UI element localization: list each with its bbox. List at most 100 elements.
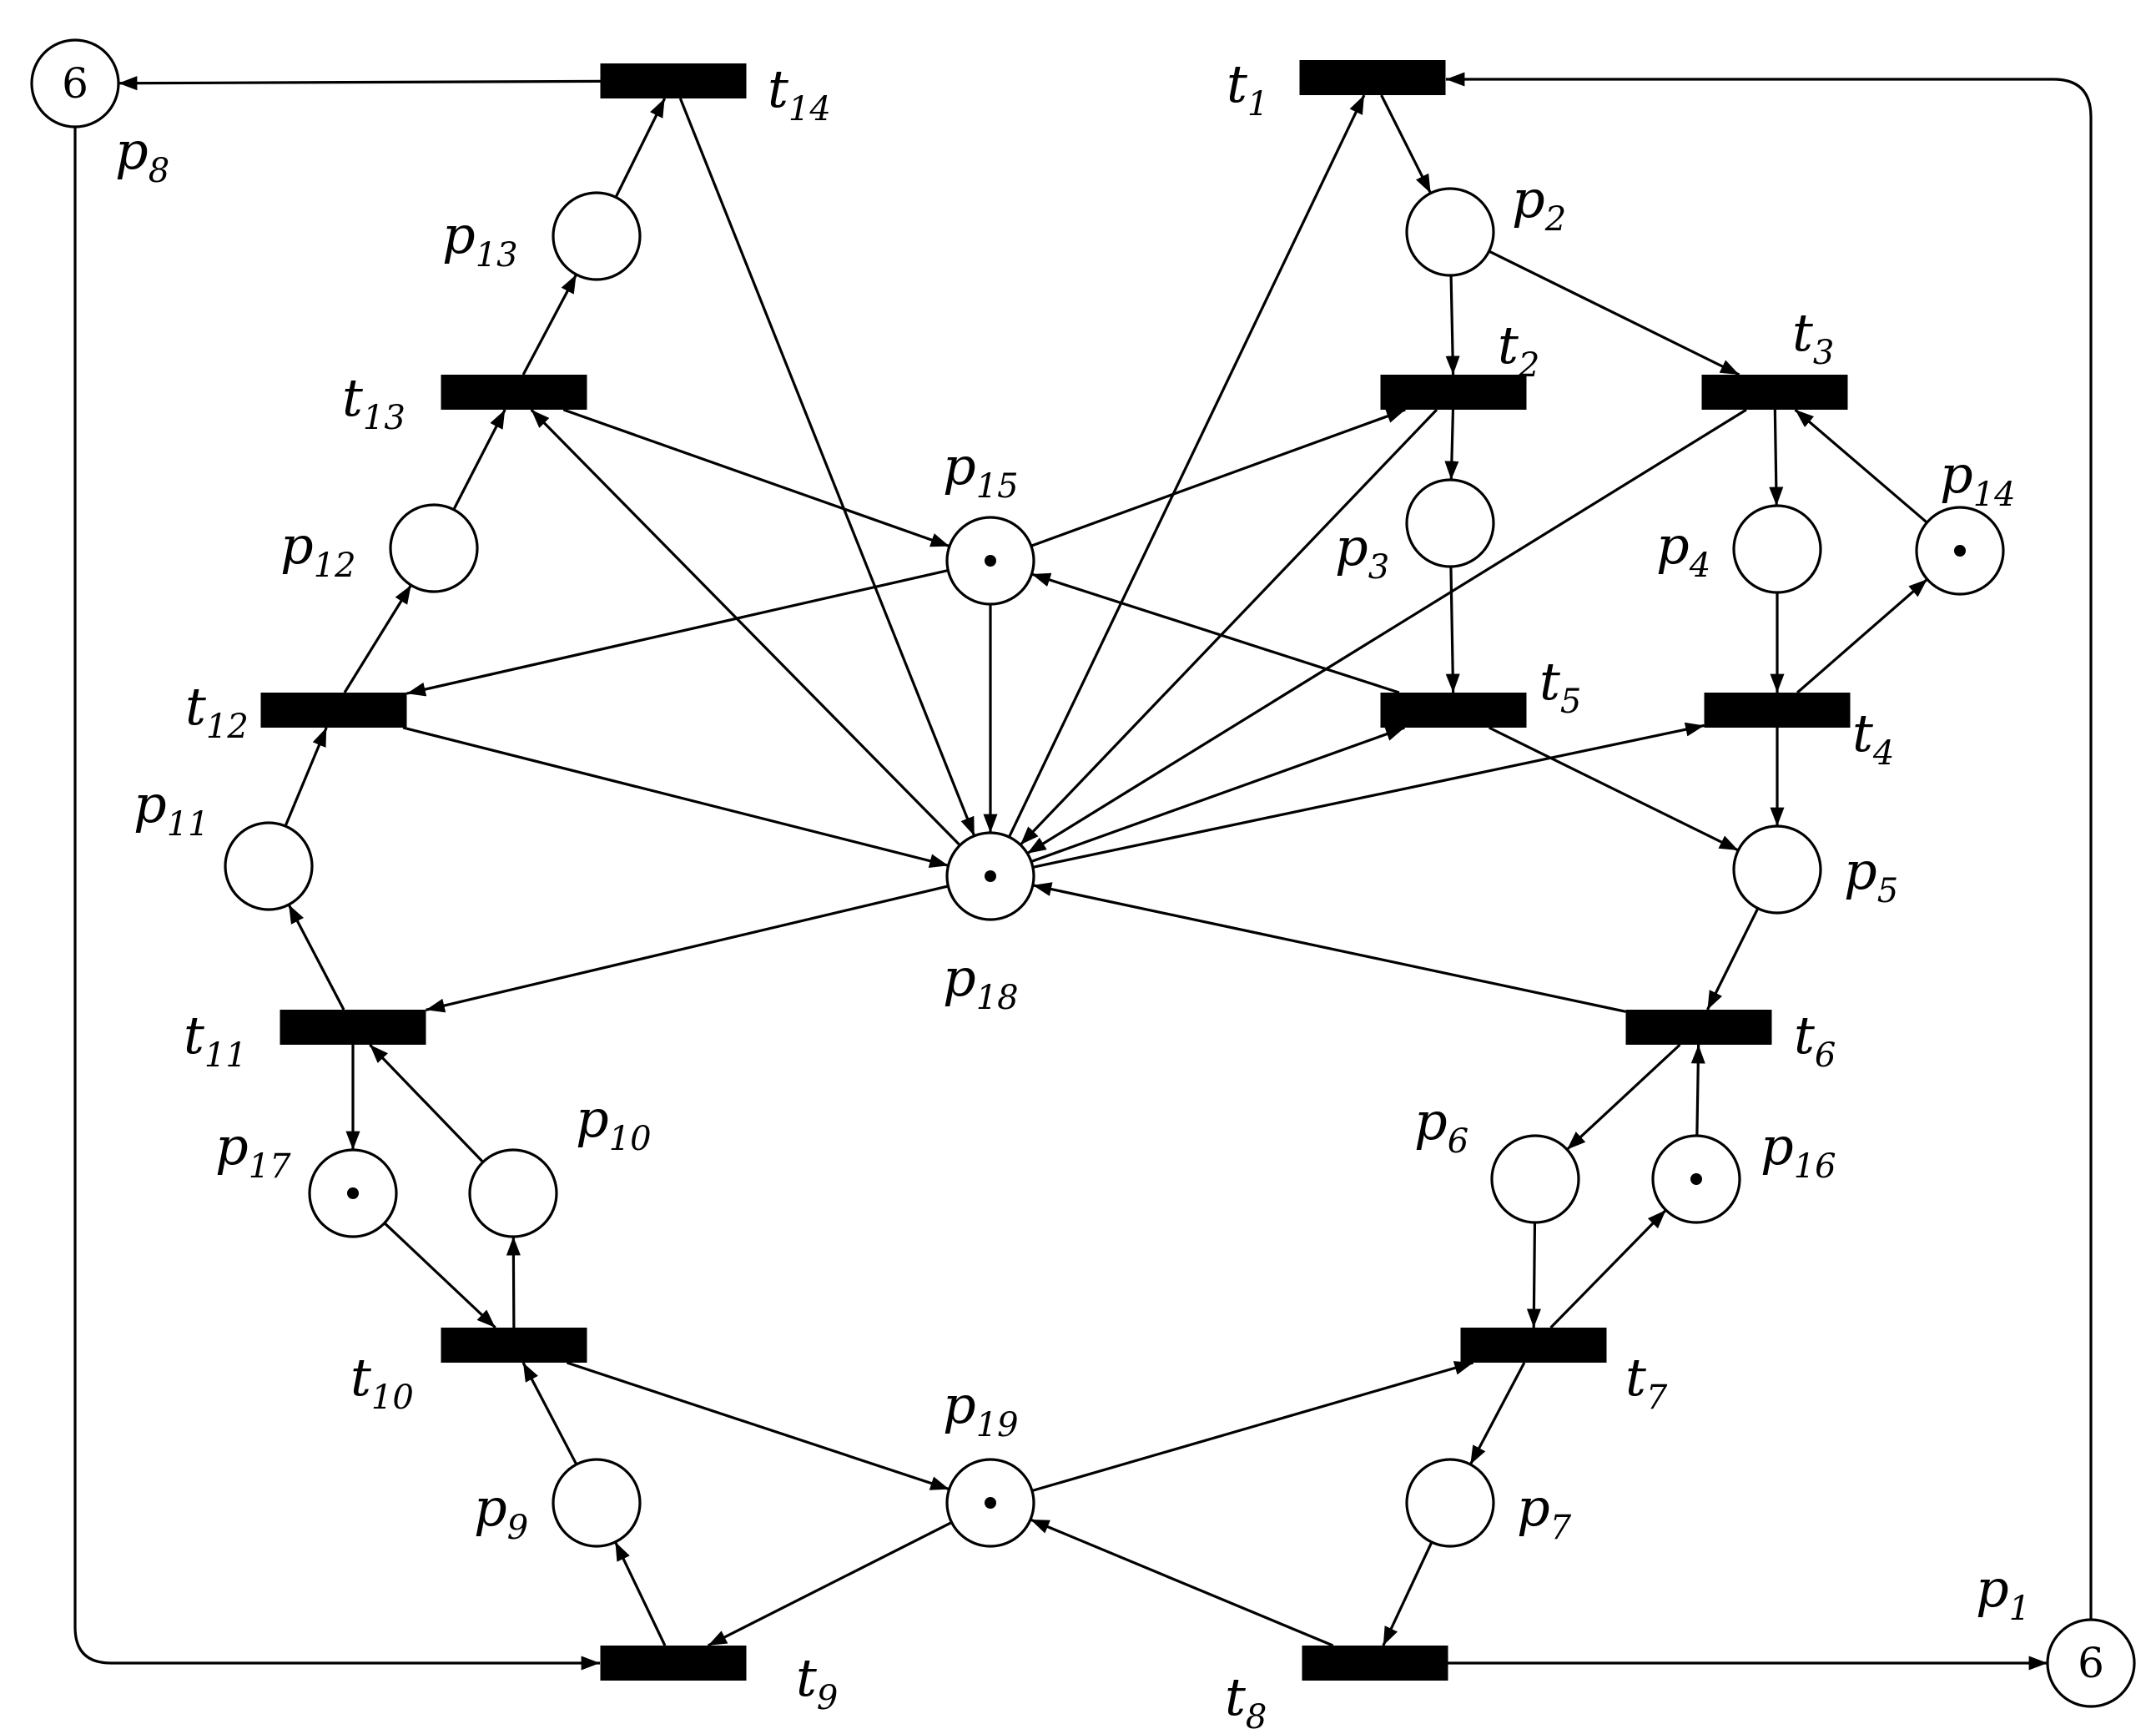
arc-t1-to-p2 bbox=[1380, 94, 1433, 194]
label-p4: p4 bbox=[1656, 515, 1710, 585]
arc-t12-to-p18 bbox=[402, 726, 949, 869]
arc-t5-to-p5 bbox=[1488, 726, 1740, 852]
label-p19-name: p bbox=[943, 1374, 976, 1435]
transition-t11 bbox=[280, 1010, 426, 1045]
label-t9: t9 bbox=[796, 1647, 838, 1717]
token-p16 bbox=[1690, 1173, 1702, 1185]
label-p3-name: p bbox=[1335, 517, 1368, 577]
arc-t3-to-p4 bbox=[1769, 409, 1784, 507]
arc-p7-to-t8 bbox=[1382, 1541, 1433, 1646]
label-p9-name: p bbox=[474, 1477, 507, 1538]
transition-t1 bbox=[1299, 60, 1446, 95]
arc-t7-to-p7 bbox=[1468, 1362, 1526, 1465]
arc-t6-to-p6 bbox=[1566, 1043, 1681, 1151]
label-p19-sub: 19 bbox=[976, 1406, 1019, 1444]
label-p10-sub: 10 bbox=[609, 1120, 652, 1158]
label-p18-sub: 18 bbox=[976, 979, 1019, 1017]
label-p16: p16 bbox=[1761, 1116, 1836, 1186]
label-p15-sub: 15 bbox=[976, 467, 1019, 506]
transition-t3 bbox=[1701, 375, 1848, 410]
transition-t7 bbox=[1460, 1328, 1607, 1363]
label-t4-name: t bbox=[1852, 703, 1873, 764]
label-p2-name: p bbox=[1512, 169, 1545, 229]
arc-p5-to-t6 bbox=[1706, 907, 1760, 1011]
transition-t9 bbox=[600, 1646, 747, 1681]
label-p18: p18 bbox=[943, 947, 1019, 1017]
place-p11 bbox=[224, 821, 314, 911]
arc-t2-to-p3 bbox=[1444, 409, 1459, 481]
label-p13: p13 bbox=[442, 204, 518, 275]
arc-t14-to-p8 bbox=[118, 76, 601, 91]
place-p9 bbox=[552, 1458, 642, 1548]
label-t6: t6 bbox=[1794, 1005, 1836, 1075]
arc-p19-to-t7 bbox=[1031, 1361, 1474, 1493]
token-count-p1: 6 bbox=[2078, 1639, 2104, 1687]
arc-p15-to-t12 bbox=[406, 568, 949, 697]
label-p16-name: p bbox=[1761, 1116, 1794, 1177]
label-t13: t13 bbox=[342, 367, 406, 437]
token-p19 bbox=[985, 1497, 996, 1509]
label-t13-name: t bbox=[342, 367, 363, 428]
label-p5-sub: 5 bbox=[1877, 872, 1898, 910]
arc-p1-to-t1 bbox=[1446, 72, 2093, 1620]
label-t3: t3 bbox=[1792, 302, 1834, 372]
place-p13-circle bbox=[552, 191, 642, 281]
label-t7-sub: 7 bbox=[1646, 1379, 1668, 1417]
label-p10-name: p bbox=[576, 1088, 609, 1149]
label-t10-name: t bbox=[350, 1347, 371, 1408]
label-p2-sub: 2 bbox=[1544, 200, 1566, 239]
label-p1-name: p bbox=[1976, 1558, 2009, 1619]
label-t10: t10 bbox=[350, 1347, 414, 1417]
label-p14-sub: 14 bbox=[1973, 476, 2016, 514]
label-t1: t1 bbox=[1227, 53, 1268, 123]
label-p9: p9 bbox=[474, 1477, 528, 1547]
label-t12: t12 bbox=[185, 676, 249, 746]
arc-p3-to-t5 bbox=[1445, 566, 1460, 693]
place-p15 bbox=[945, 516, 1035, 606]
label-t14-name: t bbox=[768, 58, 788, 119]
arc-t7-to-p16 bbox=[1549, 1209, 1667, 1329]
label-t7: t7 bbox=[1625, 1347, 1668, 1417]
place-p10-circle bbox=[468, 1148, 558, 1238]
arc-t2-to-p18 bbox=[1019, 408, 1438, 846]
label-t5-name: t bbox=[1539, 651, 1560, 712]
token-p17 bbox=[347, 1187, 359, 1199]
label-p17-sub: 17 bbox=[249, 1147, 291, 1186]
arc-p13-to-t14 bbox=[614, 98, 667, 199]
label-p7-name: p bbox=[1517, 1477, 1550, 1538]
label-p14: p14 bbox=[1940, 444, 2016, 514]
place-p7 bbox=[1405, 1458, 1495, 1548]
arc-t8-to-p19 bbox=[1030, 1518, 1334, 1647]
place-p1-circle bbox=[2046, 1618, 2136, 1708]
token-p15 bbox=[985, 555, 996, 567]
label-t6-name: t bbox=[1794, 1005, 1815, 1066]
arc-p11-to-t12 bbox=[284, 727, 328, 827]
label-p14-name: p bbox=[1940, 444, 1973, 505]
label-p6-name: p bbox=[1414, 1091, 1448, 1152]
place-p2-circle bbox=[1405, 187, 1495, 277]
arc-t6-to-p18 bbox=[1032, 882, 1626, 1013]
place-p6-circle bbox=[1490, 1134, 1580, 1224]
label-p12: p12 bbox=[280, 515, 356, 585]
place-p12 bbox=[389, 503, 479, 593]
label-p16-sub: 16 bbox=[1794, 1147, 1836, 1186]
arc-p17-to-t10 bbox=[383, 1222, 496, 1329]
label-t14: t14 bbox=[768, 58, 831, 129]
place-p5 bbox=[1732, 824, 1822, 915]
token-p18 bbox=[985, 870, 996, 882]
transition-t13 bbox=[441, 375, 587, 410]
place-p18 bbox=[945, 831, 1035, 921]
label-p1-sub: 1 bbox=[2009, 1590, 2030, 1628]
transition-t2 bbox=[1380, 375, 1527, 410]
arc-t13-to-p15 bbox=[562, 408, 950, 548]
label-p3: p3 bbox=[1335, 517, 1389, 587]
place-p13 bbox=[552, 191, 642, 281]
arc-p18-to-t5 bbox=[1030, 726, 1405, 863]
label-p2: p2 bbox=[1512, 169, 1566, 239]
label-t12-sub: 12 bbox=[206, 708, 249, 746]
label-t1-name: t bbox=[1227, 53, 1247, 114]
label-p1: p1 bbox=[1976, 1558, 2030, 1628]
label-t11: t11 bbox=[184, 1005, 247, 1075]
place-p12-circle bbox=[389, 503, 479, 593]
